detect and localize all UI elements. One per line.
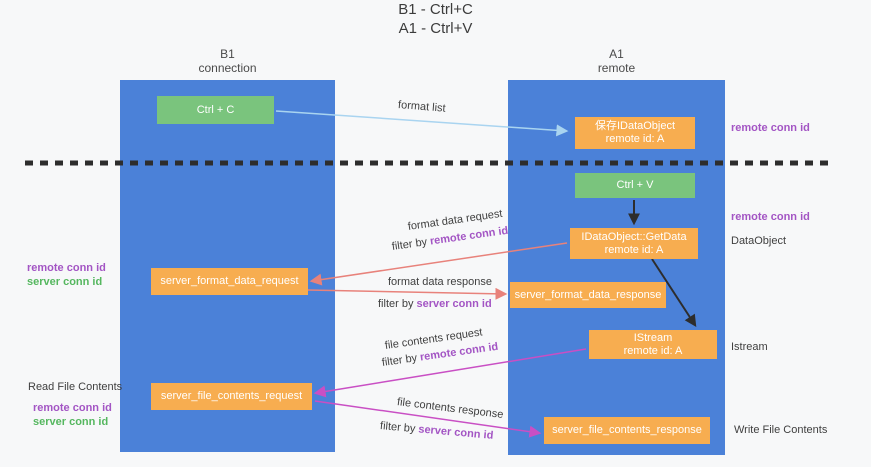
- server-file-contents-request-box: server_file_contents_request: [151, 383, 312, 410]
- server-format-data-response-label: server_format_data_response: [514, 288, 662, 301]
- server-format-data-response-box: server_format_data_response: [510, 282, 666, 308]
- save-idataobject-line1: 保存IDataObject: [594, 120, 676, 132]
- lane-a1-subtitle: remote: [597, 61, 636, 75]
- istream-box: IStream remote id: A: [589, 330, 717, 359]
- dataobject-annotation: DataObject: [731, 235, 787, 247]
- getdata-line1: IDataObject::GetData: [581, 230, 687, 243]
- ctrl-c-label: Ctrl + C: [196, 103, 235, 116]
- remote-conn-id-legend-mid: remote conn id: [27, 262, 106, 274]
- save-idataobject-box: 保存IDataObject remote id: A: [575, 117, 695, 149]
- remote-conn-id-annotation-top: remote conn id: [731, 122, 810, 134]
- write-file-contents-annotation: Write File Contents: [734, 424, 828, 436]
- format-list-label: format list: [397, 99, 447, 115]
- server-format-data-request-box: server_format_data_request: [151, 268, 308, 295]
- filter-by-text: filter by: [391, 236, 428, 253]
- server-format-data-request-label: server_format_data_request: [160, 275, 299, 287]
- lane-b1-subtitle: connection: [198, 61, 257, 75]
- server-conn-id-text: server conn id: [416, 298, 492, 310]
- ctrl-v-label: Ctrl + V: [616, 179, 654, 191]
- filter-by-text: filter by: [378, 298, 414, 310]
- istream-line1: IStream: [633, 331, 673, 344]
- getdata-line2: remote id: A: [604, 243, 664, 256]
- file-contents-response-label: file contents response: [396, 396, 505, 422]
- filter-by-text: filter by: [381, 352, 418, 369]
- server-file-contents-response-box: server_file_contents_response: [544, 417, 710, 444]
- filter-by-text: filter by: [379, 420, 416, 436]
- remote-conn-id-legend-bottom: remote conn id: [33, 402, 112, 414]
- title-line-2: A1 - Ctrl+V: [398, 20, 473, 37]
- lane-header-a1: A1 remote: [508, 47, 725, 75]
- istream-annotation: Istream: [731, 341, 768, 353]
- server-conn-id-legend-bottom: server conn id: [33, 416, 109, 428]
- title-line-1: B1 - Ctrl+C: [398, 1, 473, 18]
- read-file-contents-annotation: Read File Contents: [28, 381, 123, 393]
- lane-a1-title: A1: [609, 47, 624, 61]
- lane-b1-title: B1: [220, 47, 235, 61]
- server-conn-id-legend-mid: server conn id: [27, 276, 103, 288]
- ctrl-v-box: Ctrl + V: [575, 173, 695, 198]
- server-file-contents-response-label: server_file_contents_response: [552, 424, 702, 436]
- format-data-response-arrow: [307, 287, 508, 300]
- idataobject-getdata-box: IDataObject::GetData remote id: A: [570, 228, 698, 259]
- save-idataobject-line2: remote id: A: [605, 133, 665, 145]
- ctrl-c-box: Ctrl + C: [157, 96, 274, 124]
- remote-conn-id-annotation-mid: remote conn id: [731, 211, 810, 223]
- server-conn-id-text: server conn id: [417, 423, 494, 442]
- istream-line2: remote id: A: [623, 344, 683, 357]
- lane-header-b1: B1 connection: [120, 47, 335, 75]
- format-data-response-label: format data response: [388, 276, 492, 288]
- server-file-contents-request-label: server_file_contents_request: [160, 390, 303, 402]
- diagram-title: B1 - Ctrl+C A1 - Ctrl+V: [0, 0, 871, 38]
